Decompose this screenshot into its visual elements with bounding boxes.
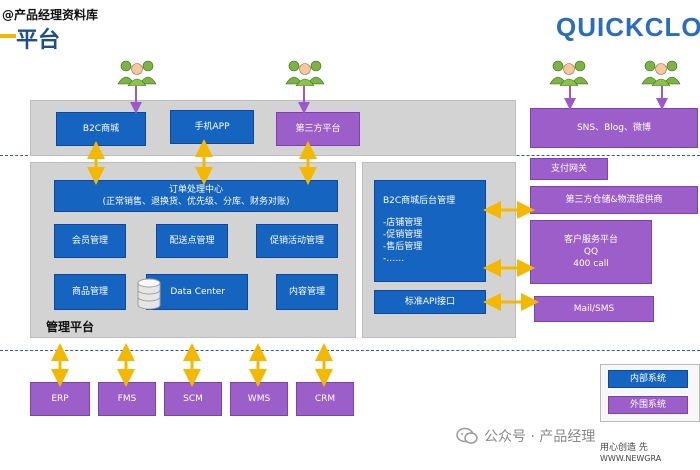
promotion-management-box[interactable]: 促销活动管理 [256,224,338,258]
order-center-title: 订单处理中心 [168,185,223,195]
mobile-app-label: 手机APP [194,122,230,132]
data-center-label: Data Center [170,287,225,297]
member-management-label: 会员管理 [71,236,108,246]
backend-title: B2C商城后台管理 [383,196,456,206]
legend-internal-label: 内部系统 [629,374,666,384]
sns-label: SNS、Blog、微博 [576,123,652,133]
wms-box[interactable]: WMS [230,382,288,416]
erp-box[interactable]: ERP [30,382,90,416]
content-management-label: 内容管理 [288,287,325,297]
legend-external: 外围系统 [608,396,688,414]
user-group-icon [117,60,157,86]
order-center-subtitle: (正常销售、退换货、优先级、分库、财务对账) [102,197,290,207]
product-management-label: 商品管理 [71,287,108,297]
management-platform-label: 管理平台 [46,320,95,334]
mail-sms-box[interactable]: Mail/SMS [534,296,654,322]
backend-item: -售后管理 [383,242,423,252]
watermark: @产品经理资料库 [2,8,99,22]
wechat-icon [456,427,478,444]
database-icon [137,278,161,310]
wechat-text: 公众号 · 产品经理 [484,429,596,445]
erp-label: ERP [51,394,69,404]
logo: QUICKCLO [556,12,700,42]
member-management-box[interactable]: 会员管理 [54,224,126,258]
scm-label: SCM [183,394,203,404]
delivery-point-box[interactable]: 配送点管理 [156,224,228,258]
mail-sms-label: Mail/SMS [573,304,615,314]
order-center-box[interactable]: 订单处理中心 (正常销售、退换货、优先级、分库、财务对账) [54,180,338,212]
payment-gateway-box[interactable]: 支付网关 [530,158,608,180]
user-group-icon [285,60,325,86]
backend-item: -店铺管理 [383,218,423,228]
user-group-icon [549,60,589,86]
sns-box[interactable]: SNS、Blog、微博 [530,108,698,148]
footer-slogan: 用心创造 先 [600,443,648,453]
product-management-box[interactable]: 商品管理 [54,274,126,310]
customer-service-title: 客户服务平台 [563,235,618,245]
legend-internal: 内部系统 [608,370,688,388]
third-party-platform-box[interactable]: 第三方平台 [276,112,360,146]
page-title: 平台 [16,28,61,53]
delivery-point-label: 配送点管理 [169,236,215,246]
fms-label: FMS [117,394,137,404]
logistics-provider-box[interactable]: 第三方仓储&物流提供商 [530,186,698,214]
standard-api-label: 标准API接口 [404,297,456,307]
payment-gateway-label: 支付网关 [550,164,587,174]
customer-service-call: 400 call [573,259,609,269]
crm-label: CRM [314,394,336,404]
wechat-badge: 公众号 · 产品经理 [456,426,595,446]
backend-management-box[interactable]: B2C商城后台管理 -店铺管理 -促销管理 -售后管理 -…… [374,180,486,282]
b2c-mall-box[interactable]: B2C商城 [56,112,146,146]
wms-label: WMS [247,394,271,404]
backend-item: -促销管理 [383,230,423,240]
third-party-platform-label: 第三方平台 [295,124,341,134]
backend-item: -…… [383,254,405,264]
logistics-provider-label: 第三方仓储&物流提供商 [565,195,663,205]
user-group-icon [641,60,681,86]
footer-site: WWW.NEWGRA [600,454,662,463]
title-accent-bar [0,34,16,38]
promotion-management-label: 促销活动管理 [269,236,324,246]
customer-service-qq: QQ [583,247,599,257]
content-management-box[interactable]: 内容管理 [276,274,338,310]
fms-box[interactable]: FMS [98,382,156,416]
bottom-dashed-divider [0,350,700,351]
b2c-mall-label: B2C商城 [82,124,120,134]
scm-box[interactable]: SCM [164,382,222,416]
customer-service-box[interactable]: 客户服务平台 QQ 400 call [530,220,652,284]
standard-api-box[interactable]: 标准API接口 [374,290,486,314]
mobile-app-box[interactable]: 手机APP [170,110,254,144]
crm-box[interactable]: CRM [296,382,354,416]
legend-external-label: 外围系统 [629,400,666,410]
